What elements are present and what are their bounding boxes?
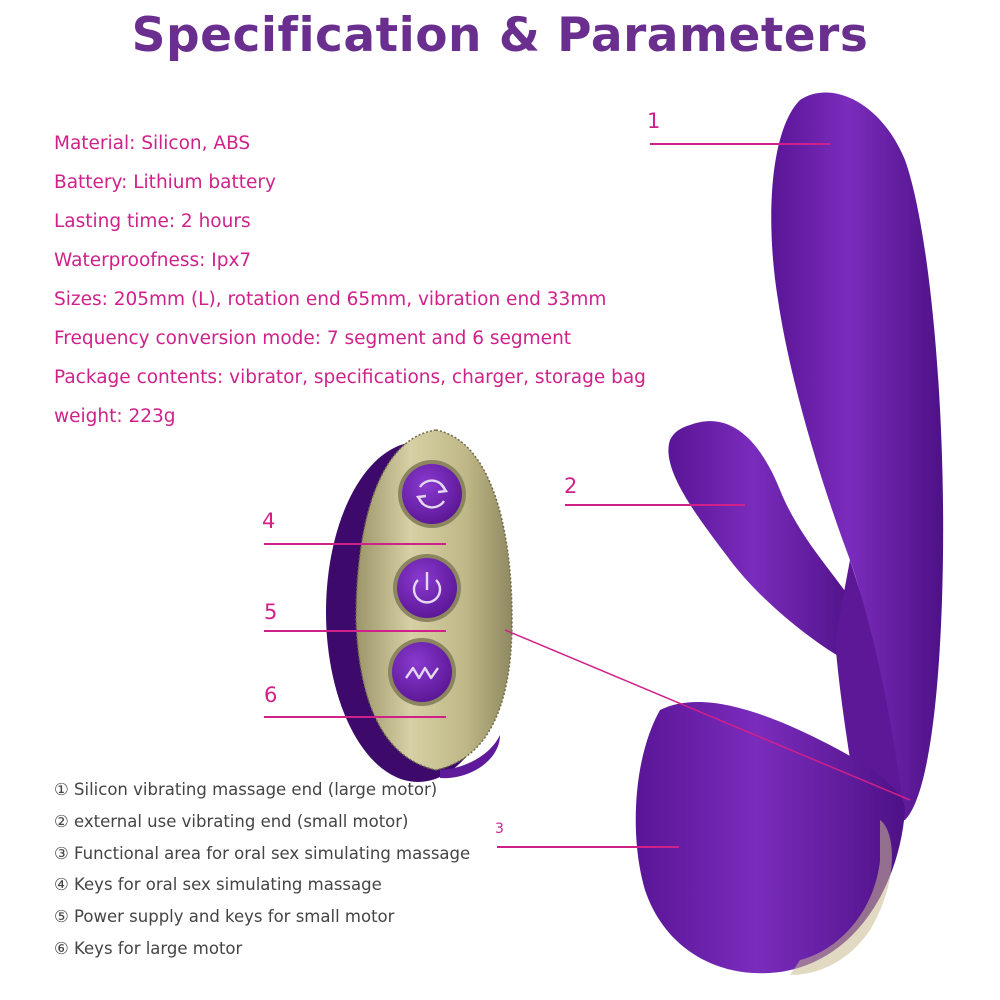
callout-label-3: 3 [495, 821, 504, 837]
stem-shape [835, 560, 905, 820]
callout-line-3-diagonal [504, 629, 911, 801]
callout-line-1 [650, 143, 830, 145]
callout-label-5: 5 [264, 600, 278, 624]
legend-item-1: ① Silicon vibrating massage end (large m… [54, 780, 438, 799]
spec-material: Material: Silicon, ABS [54, 133, 251, 154]
legend-item-5: ⑤ Power supply and keys for small motor [54, 907, 395, 927]
power-icon [412, 572, 442, 604]
spec-lasting-time: Lasting time: 2 hours [54, 211, 251, 232]
callout-line-2 [565, 504, 745, 506]
cycle-button[interactable] [398, 460, 466, 528]
legend-item-6: ⑥ Keys for large motor [54, 938, 243, 958]
spec-sizes: Sizes: 205mm (L), rotation end 65mm, vib… [54, 289, 607, 310]
zigzag-wave-icon [405, 666, 439, 680]
spec-frequency-mode: Frequency conversion mode: 7 segment and… [54, 328, 572, 349]
callout-label-1: 1 [647, 109, 661, 133]
callout-line-5 [264, 630, 446, 632]
spec-waterproofness: Waterproofness: Ipx7 [54, 250, 252, 271]
callout-label-2: 2 [564, 474, 578, 498]
small-arm-shape [668, 421, 858, 660]
large-arm-shape [771, 92, 944, 820]
feature-legend: ① Silicon vibrating massage end (large m… [54, 774, 470, 965]
spec-list: Material: Silicon, ABS Battery: Lithium … [54, 124, 646, 436]
spec-battery: Battery: Lithium battery [54, 172, 276, 193]
wave-button[interactable] [388, 638, 456, 706]
callout-line-3 [497, 846, 679, 848]
callout-label-6: 6 [264, 683, 278, 707]
callout-line-4 [264, 543, 446, 545]
legend-item-4: ④ Keys for oral sex simulating massage [54, 875, 382, 895]
page-title: Specification & Parameters [131, 8, 869, 63]
legend-item-2: ② external use vibrating end (small moto… [54, 811, 409, 831]
spec-package-contents: Package contents: vibrator, specificatio… [54, 367, 646, 388]
cycle-arrows-icon [415, 479, 449, 509]
base-rim-shape [790, 820, 892, 975]
callout-label-4: 4 [262, 509, 276, 533]
callout-line-6 [264, 716, 446, 718]
spec-weight: weight: 223g [54, 406, 176, 427]
legend-item-3: ③ Functional area for oral sex simulatin… [54, 843, 471, 863]
power-button[interactable] [393, 554, 461, 622]
